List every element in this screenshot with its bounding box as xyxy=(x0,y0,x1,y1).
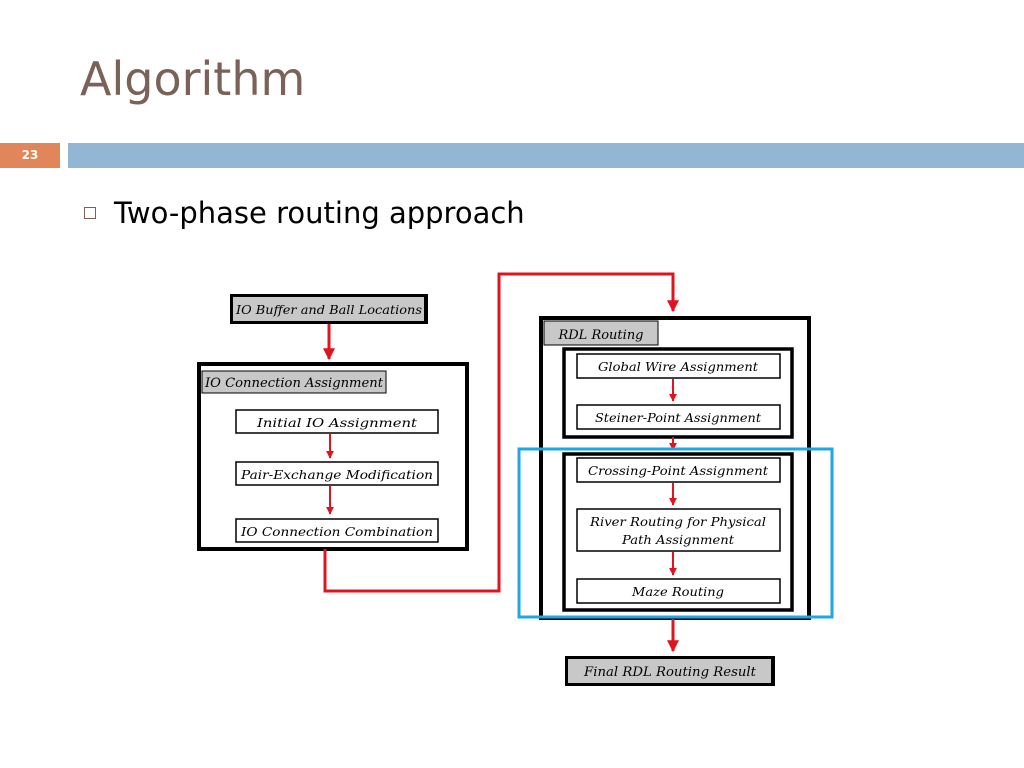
rdl-routing-title: RDL Routing xyxy=(557,328,643,343)
step-maze-routing: Maze Routing xyxy=(631,584,724,599)
arrow-io-to-rdl xyxy=(323,272,679,593)
slide-title: Algorithm xyxy=(80,52,306,106)
step-initial-io: Initial IO Assignment xyxy=(256,415,418,430)
step-river-routing-line1: River Routing for Physical xyxy=(589,514,766,529)
bullet-item: Two-phase routing approach xyxy=(84,196,525,230)
io-connection-group: IO Connection Assignment Initial IO Assi… xyxy=(197,362,469,551)
step-pair-exchange: Pair-Exchange Modification xyxy=(240,467,433,482)
final-result-box: Final RDL Routing Result xyxy=(565,656,775,686)
square-bullet-icon xyxy=(84,207,96,219)
io-buffer-label: IO Buffer and Ball Locations xyxy=(235,302,422,317)
rdl-routing-group: RDL Routing Global Wire Assignment Stein… xyxy=(539,316,811,620)
title-bar xyxy=(68,143,1024,168)
highlight-box xyxy=(517,447,834,619)
slide-number: 23 xyxy=(0,143,60,168)
io-connection-title: IO Connection Assignment xyxy=(204,376,384,391)
step-io-combination: IO Connection Combination xyxy=(240,524,433,539)
step-crossing-point: Crossing-Point Assignment xyxy=(588,463,769,478)
step-steiner-point: Steiner-Point Assignment xyxy=(595,410,762,425)
io-buffer-box: IO Buffer and Ball Locations xyxy=(230,294,428,324)
step-global-wire: Global Wire Assignment xyxy=(598,359,759,374)
bullet-text: Two-phase routing approach xyxy=(114,196,525,230)
step-river-routing-line2: Path Assignment xyxy=(621,532,735,547)
final-result-label: Final RDL Routing Result xyxy=(583,665,757,680)
